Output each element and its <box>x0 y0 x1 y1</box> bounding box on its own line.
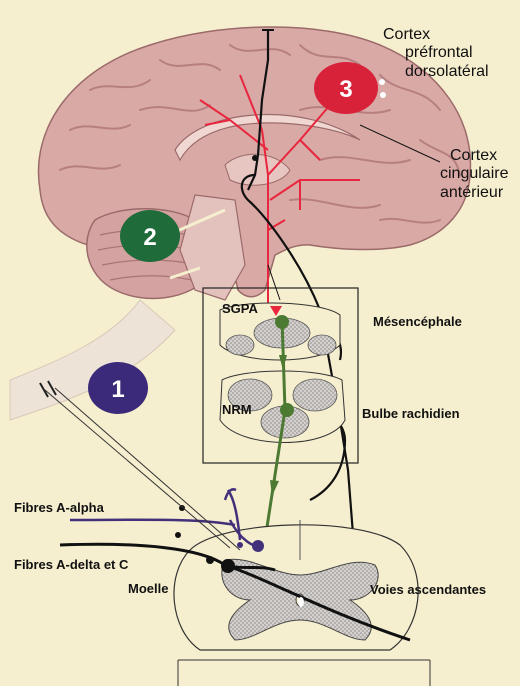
svg-text:3: 3 <box>339 76 352 103</box>
purple-ganglion <box>179 505 185 511</box>
label-cortex-cingulaire-line-3: antérieur <box>440 184 508 202</box>
white-dot-3 <box>298 597 304 607</box>
svg-text:1: 1 <box>111 376 124 403</box>
green-arrow-1 <box>279 355 287 370</box>
badge-1: 1 <box>88 362 148 414</box>
label-moelle: Moelle <box>128 582 168 597</box>
black-terminal <box>252 155 258 161</box>
label-fibres-delta: Fibres A-delta et C <box>14 558 128 573</box>
badge-3: 3 <box>314 62 378 114</box>
label-bulbe: Bulbe rachidien <box>362 407 460 422</box>
svg-text:2: 2 <box>143 224 156 251</box>
label-cortex-prefrontal-line-2: préfrontal <box>383 44 489 62</box>
medulla-grey-right <box>293 379 337 411</box>
purple-node-1 <box>237 542 243 548</box>
label-cortex-prefrontal-line-1: Cortex <box>383 26 489 44</box>
black-cell-1 <box>221 559 235 573</box>
label-cortex-cingulaire-line-1: Cortex <box>440 147 508 165</box>
mesencephalon-grey-right <box>308 335 336 355</box>
white-dot-1 <box>380 92 386 98</box>
sgpa-neuron <box>275 315 289 329</box>
label-cortex-cingulaire: Cortex cingulaire antérieur <box>440 147 508 202</box>
label-mesencephale: Mésencéphale <box>373 315 462 330</box>
region-1-pointer <box>45 388 240 550</box>
label-fibres-alpha: Fibres A-alpha <box>14 501 104 516</box>
spinal-bracket <box>178 660 430 686</box>
label-sgpa: SGPA <box>222 302 258 317</box>
label-voies: Voies ascendantes <box>370 583 486 598</box>
label-cortex-cingulaire-line-2: cingulaire <box>440 165 508 183</box>
brainstem-pointer <box>268 265 280 300</box>
nrm-neuron <box>280 403 294 417</box>
badge-2: 2 <box>120 210 180 262</box>
black-cell-2 <box>206 556 214 564</box>
label-cortex-prefrontal: Cortex préfrontal dorsolatéral <box>383 26 489 81</box>
black-ganglion <box>175 532 181 538</box>
purple-cell <box>252 540 264 552</box>
mesencephalon-grey-left <box>226 335 254 355</box>
label-nrm: NRM <box>222 403 252 418</box>
spinal-ribbon <box>10 300 175 420</box>
label-cortex-prefrontal-line-3: dorsolatéral <box>383 63 489 81</box>
